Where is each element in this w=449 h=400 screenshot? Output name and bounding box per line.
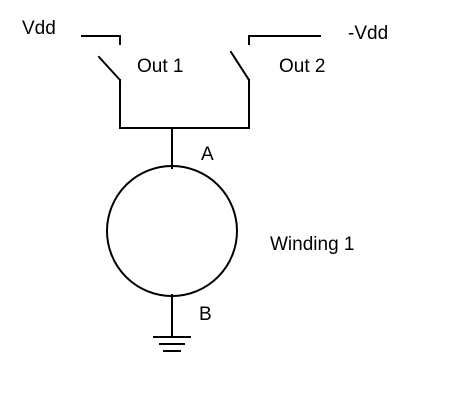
label-winding-1: Winding 1	[270, 234, 355, 255]
label-out-2: Out 2	[279, 56, 325, 77]
label-neg-vdd: -Vdd	[348, 23, 388, 44]
winding-1-circle	[106, 165, 238, 297]
label-node-b: B	[199, 304, 212, 325]
switch-out-2	[229, 35, 321, 129]
label-node-a: A	[201, 144, 214, 165]
label-out-1: Out 1	[137, 56, 183, 77]
ground-icon	[153, 336, 191, 352]
switch-out-1	[81, 35, 122, 129]
switch-2-blade	[229, 50, 251, 82]
switch-1-blade	[97, 55, 122, 82]
label-vdd: Vdd	[22, 18, 56, 39]
